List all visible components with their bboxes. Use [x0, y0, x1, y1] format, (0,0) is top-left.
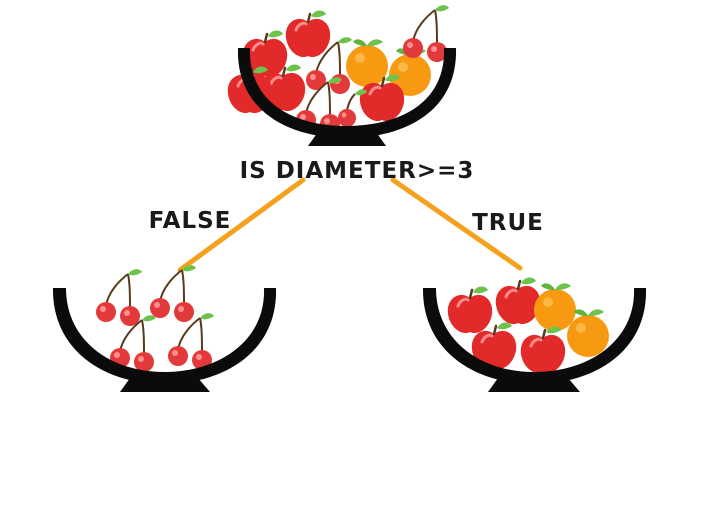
true-fruit-bowl-icon	[422, 276, 647, 392]
root-question-label: IS DIAMETER>=3	[240, 158, 475, 184]
true-branch-label: TRUE	[472, 210, 544, 236]
true-branch-edge	[390, 177, 523, 271]
false-fruit-bowl-icon	[52, 264, 277, 392]
false-branch-edge	[177, 177, 306, 273]
true-bowl	[422, 288, 647, 384]
false-bowl	[52, 288, 277, 384]
false-bowl-fruits	[95, 264, 215, 373]
false-branch-label: FALSE	[149, 208, 232, 234]
root-fruit-bowl-icon	[226, 4, 457, 146]
